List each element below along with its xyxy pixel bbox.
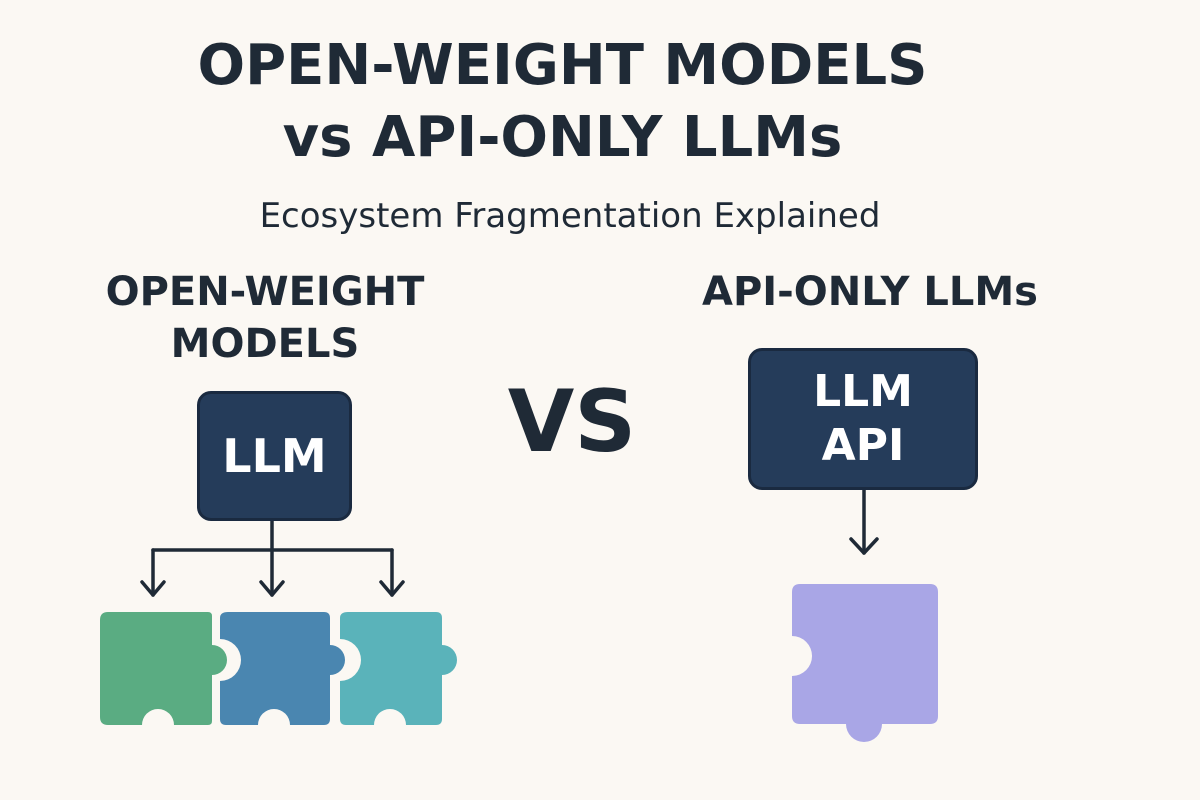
vs-label: VS — [507, 372, 637, 472]
puzzle-piece-purple-icon — [792, 584, 938, 742]
puzzle-piece-green-icon — [100, 612, 227, 725]
arrowhead-middle — [259, 580, 285, 597]
arrowhead-right — [379, 580, 405, 597]
api-connector — [849, 488, 879, 555]
open-weight-heading-line-1: OPEN-WEIGHT — [105, 269, 425, 315]
open-weight-heading-line-2: MODELS — [170, 321, 360, 367]
llm-api-box-line-1: LLM — [813, 366, 913, 417]
title-line-1: OPEN-WEIGHT MODELS — [197, 33, 928, 98]
title-line-2: vs API-ONLY LLMs — [282, 105, 843, 170]
open-weight-heading: OPEN-WEIGHT MODELS — [75, 266, 455, 370]
llm-api-box: LLM API — [748, 348, 978, 490]
puzzle-piece-teal-icon — [340, 612, 457, 725]
api-only-heading: API-ONLY LLMs — [702, 269, 1038, 315]
subtitle: Ecosystem Fragmentation Explained — [259, 196, 881, 236]
arrowhead-left — [140, 580, 166, 597]
llm-api-box-line-2: API — [821, 420, 905, 471]
puzzle-piece-blue-icon — [220, 612, 345, 725]
page-title: OPEN-WEIGHT MODELS vs API-ONLY LLMs — [0, 30, 1125, 174]
api-arrowhead — [849, 537, 879, 555]
open-weight-connectors — [140, 519, 405, 597]
open-weight-llm-box: LLM — [197, 391, 352, 521]
